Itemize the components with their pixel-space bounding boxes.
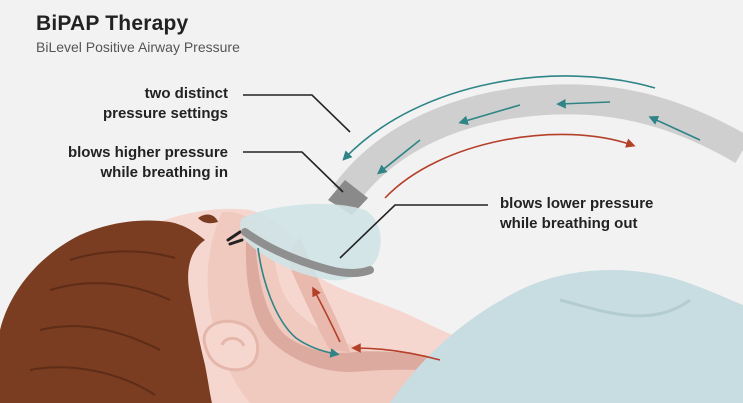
leader-line-pressure-settings — [243, 94, 351, 133]
air-hose — [332, 84, 743, 205]
leader-line-breathing-out — [339, 204, 488, 259]
exhale-arrow-airway-up — [312, 286, 341, 343]
hair-strands — [29, 250, 176, 396]
callout-line: while breathing out — [500, 215, 638, 232]
mask — [240, 203, 381, 281]
callout-pressure-settings: two distinct pressure settings — [60, 84, 228, 124]
eye-icon — [226, 230, 244, 246]
inhale-arrow-airway — [257, 247, 340, 358]
ear-icon — [202, 319, 260, 372]
callout-breathing-out: blows lower pressure while breathing out — [500, 194, 700, 234]
hair — [0, 220, 212, 403]
leader-line-breathing-in — [243, 151, 344, 193]
page-subtitle: BiLevel Positive Airway Pressure — [36, 39, 240, 55]
eyebrow — [198, 214, 218, 224]
airway — [245, 240, 445, 372]
callout-line: blows lower pressure — [500, 195, 654, 212]
exhale-arrow-outer — [384, 133, 636, 199]
callout-breathing-in: blows higher pressure while breathing in — [30, 143, 228, 183]
inhale-arrow — [458, 104, 521, 125]
callout-line: while breathing in — [100, 164, 228, 181]
exhale-arrow-airway — [351, 343, 441, 361]
callout-line: two distinct — [144, 85, 228, 102]
page-title: BiPAP Therapy — [36, 12, 189, 35]
inhale-arrow — [377, 139, 421, 175]
inhale-arrow-outer — [342, 75, 656, 161]
callout-line: blows higher pressure — [67, 144, 228, 161]
blanket — [390, 269, 743, 403]
inhale-arrow — [556, 98, 611, 109]
inhale-arrow — [648, 116, 701, 141]
mask-strap — [241, 228, 374, 277]
callout-line: pressure settings — [102, 105, 228, 122]
